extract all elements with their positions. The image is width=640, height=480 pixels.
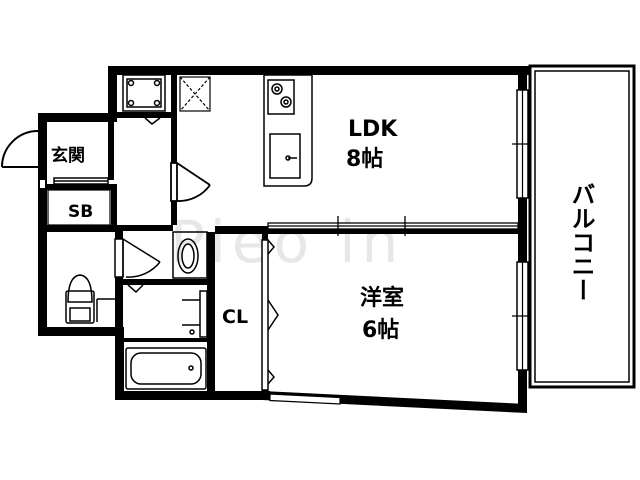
bathtub xyxy=(125,347,207,390)
ldk-size-label: 8帖 xyxy=(346,147,383,172)
balcony-label: バルコニー xyxy=(567,182,595,302)
utility-door xyxy=(144,117,161,125)
kitchen-counter xyxy=(263,74,313,187)
ldk-name-label: LDK xyxy=(348,117,398,142)
entrance-door xyxy=(1,130,39,168)
sb-label: SB xyxy=(68,202,93,222)
washer-space xyxy=(122,74,166,112)
refrigerator-space xyxy=(179,76,211,112)
interior-walls xyxy=(47,75,518,397)
western-size-label: 6帖 xyxy=(362,318,399,343)
sliding-door xyxy=(267,216,519,236)
ldk-door xyxy=(170,162,211,202)
wash-basin xyxy=(172,231,208,279)
balcony xyxy=(528,64,636,389)
washroom-door xyxy=(122,238,161,278)
entrance-label: 玄関 xyxy=(51,145,85,166)
western-name-label: 洋室 xyxy=(360,285,404,311)
bath-door xyxy=(127,284,208,338)
closet-doors xyxy=(261,239,279,391)
ldk-window xyxy=(512,89,533,199)
toilet xyxy=(65,274,95,324)
sb-storage xyxy=(47,189,111,226)
exterior-walls xyxy=(38,66,530,411)
closet-label: CL xyxy=(222,306,248,328)
bottom-window xyxy=(269,393,341,405)
entrance-step xyxy=(53,177,109,185)
watermark: Pieo in xyxy=(170,208,404,276)
western-window xyxy=(512,261,533,371)
entrance-window xyxy=(40,180,45,188)
